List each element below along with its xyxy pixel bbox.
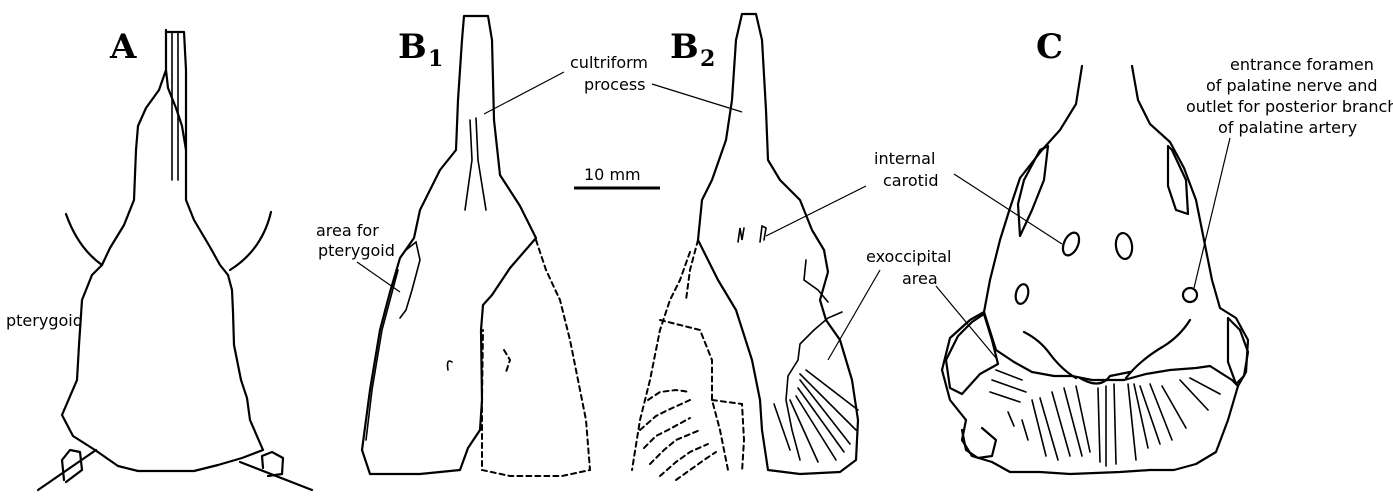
panel-b2-letter: B <box>670 27 699 67</box>
pterygoid-label: pterygoid <box>6 311 83 330</box>
panel-a: A pterygoid <box>6 27 312 490</box>
panel-c-condyle <box>962 428 996 458</box>
internal-carotid-annotation: internal carotid <box>766 149 1062 244</box>
exoccipital-area-label: exoccipital area <box>866 247 957 288</box>
panel-b1-pterygoid-area-inner <box>366 270 398 440</box>
panel-b1-dashed-region <box>482 240 590 476</box>
cultriform-leader-b2 <box>652 84 742 112</box>
panel-c-occipital-arch-mid <box>1080 372 1130 384</box>
panel-c-palatine-foramen-left <box>1014 283 1030 305</box>
panel-b2-carotid-foramen-left <box>738 228 744 242</box>
panel-b2-carotid-foramen-right <box>760 226 766 242</box>
panel-b2-subscript: 2 <box>700 46 715 72</box>
panel-c-right-exoccipital-hatch <box>1228 318 1248 384</box>
scale-bar: 10 mm <box>574 165 660 188</box>
panel-a-skull-outline <box>62 30 263 471</box>
panel-c-internal-carotid-foramen-left <box>1060 230 1083 258</box>
panel-a-right-pterygoid <box>230 212 271 270</box>
internal-carotid-label: internal carotid <box>874 149 940 190</box>
panel-a-letter: A <box>109 27 137 67</box>
panel-c-left-exoccipital-hatch <box>946 314 998 394</box>
panel-b2-dashed-region <box>632 240 744 480</box>
scale-bar-label: 10 mm <box>584 165 641 184</box>
internal-carotid-leader-c <box>954 174 1062 244</box>
panel-a-right-process <box>240 462 312 490</box>
internal-carotid-leader-b2 <box>766 186 866 236</box>
panel-a-left-process <box>38 450 96 490</box>
panel-c-internal-carotid-foramen-right <box>1114 232 1133 260</box>
area-for-pterygoid-label: area for pterygoid <box>316 221 395 260</box>
panel-b1-foramen <box>448 361 453 370</box>
panel-b2: B 2 <box>632 14 858 480</box>
panel-b1-subscript: 1 <box>428 46 443 72</box>
panel-b1-letter: B <box>398 27 427 67</box>
panel-c-left-hatched-area <box>1018 146 1048 236</box>
panel-c-letter: C <box>1036 27 1063 67</box>
panel-c-palatine-foramen-right <box>1183 288 1197 302</box>
panel-b1-cultriform-ridge-2 <box>476 118 486 210</box>
panel-c-left-edge <box>942 66 1082 472</box>
panel-b1: B 1 area for pterygoid <box>316 16 590 476</box>
panel-a-left-pterygoid <box>66 214 102 265</box>
panel-c: C <box>942 27 1248 474</box>
cultriform-leader-b1 <box>484 72 564 114</box>
panel-c-striations <box>990 370 1220 466</box>
entrance-foramen-label: entrance foramen of palatine nerve and o… <box>1186 55 1393 137</box>
panel-b2-outline <box>698 14 858 474</box>
panel-b1-dashed-mark <box>504 350 510 372</box>
exoccipital-annotation: exoccipital area <box>828 247 996 360</box>
entrance-foramen-annotation: entrance foramen of palatine nerve and o… <box>1186 55 1393 288</box>
cultriform-process-label: cultriform process <box>570 53 653 94</box>
panel-c-basal-plate <box>984 312 1238 474</box>
panel-b1-cultriform-ridge <box>465 120 472 210</box>
